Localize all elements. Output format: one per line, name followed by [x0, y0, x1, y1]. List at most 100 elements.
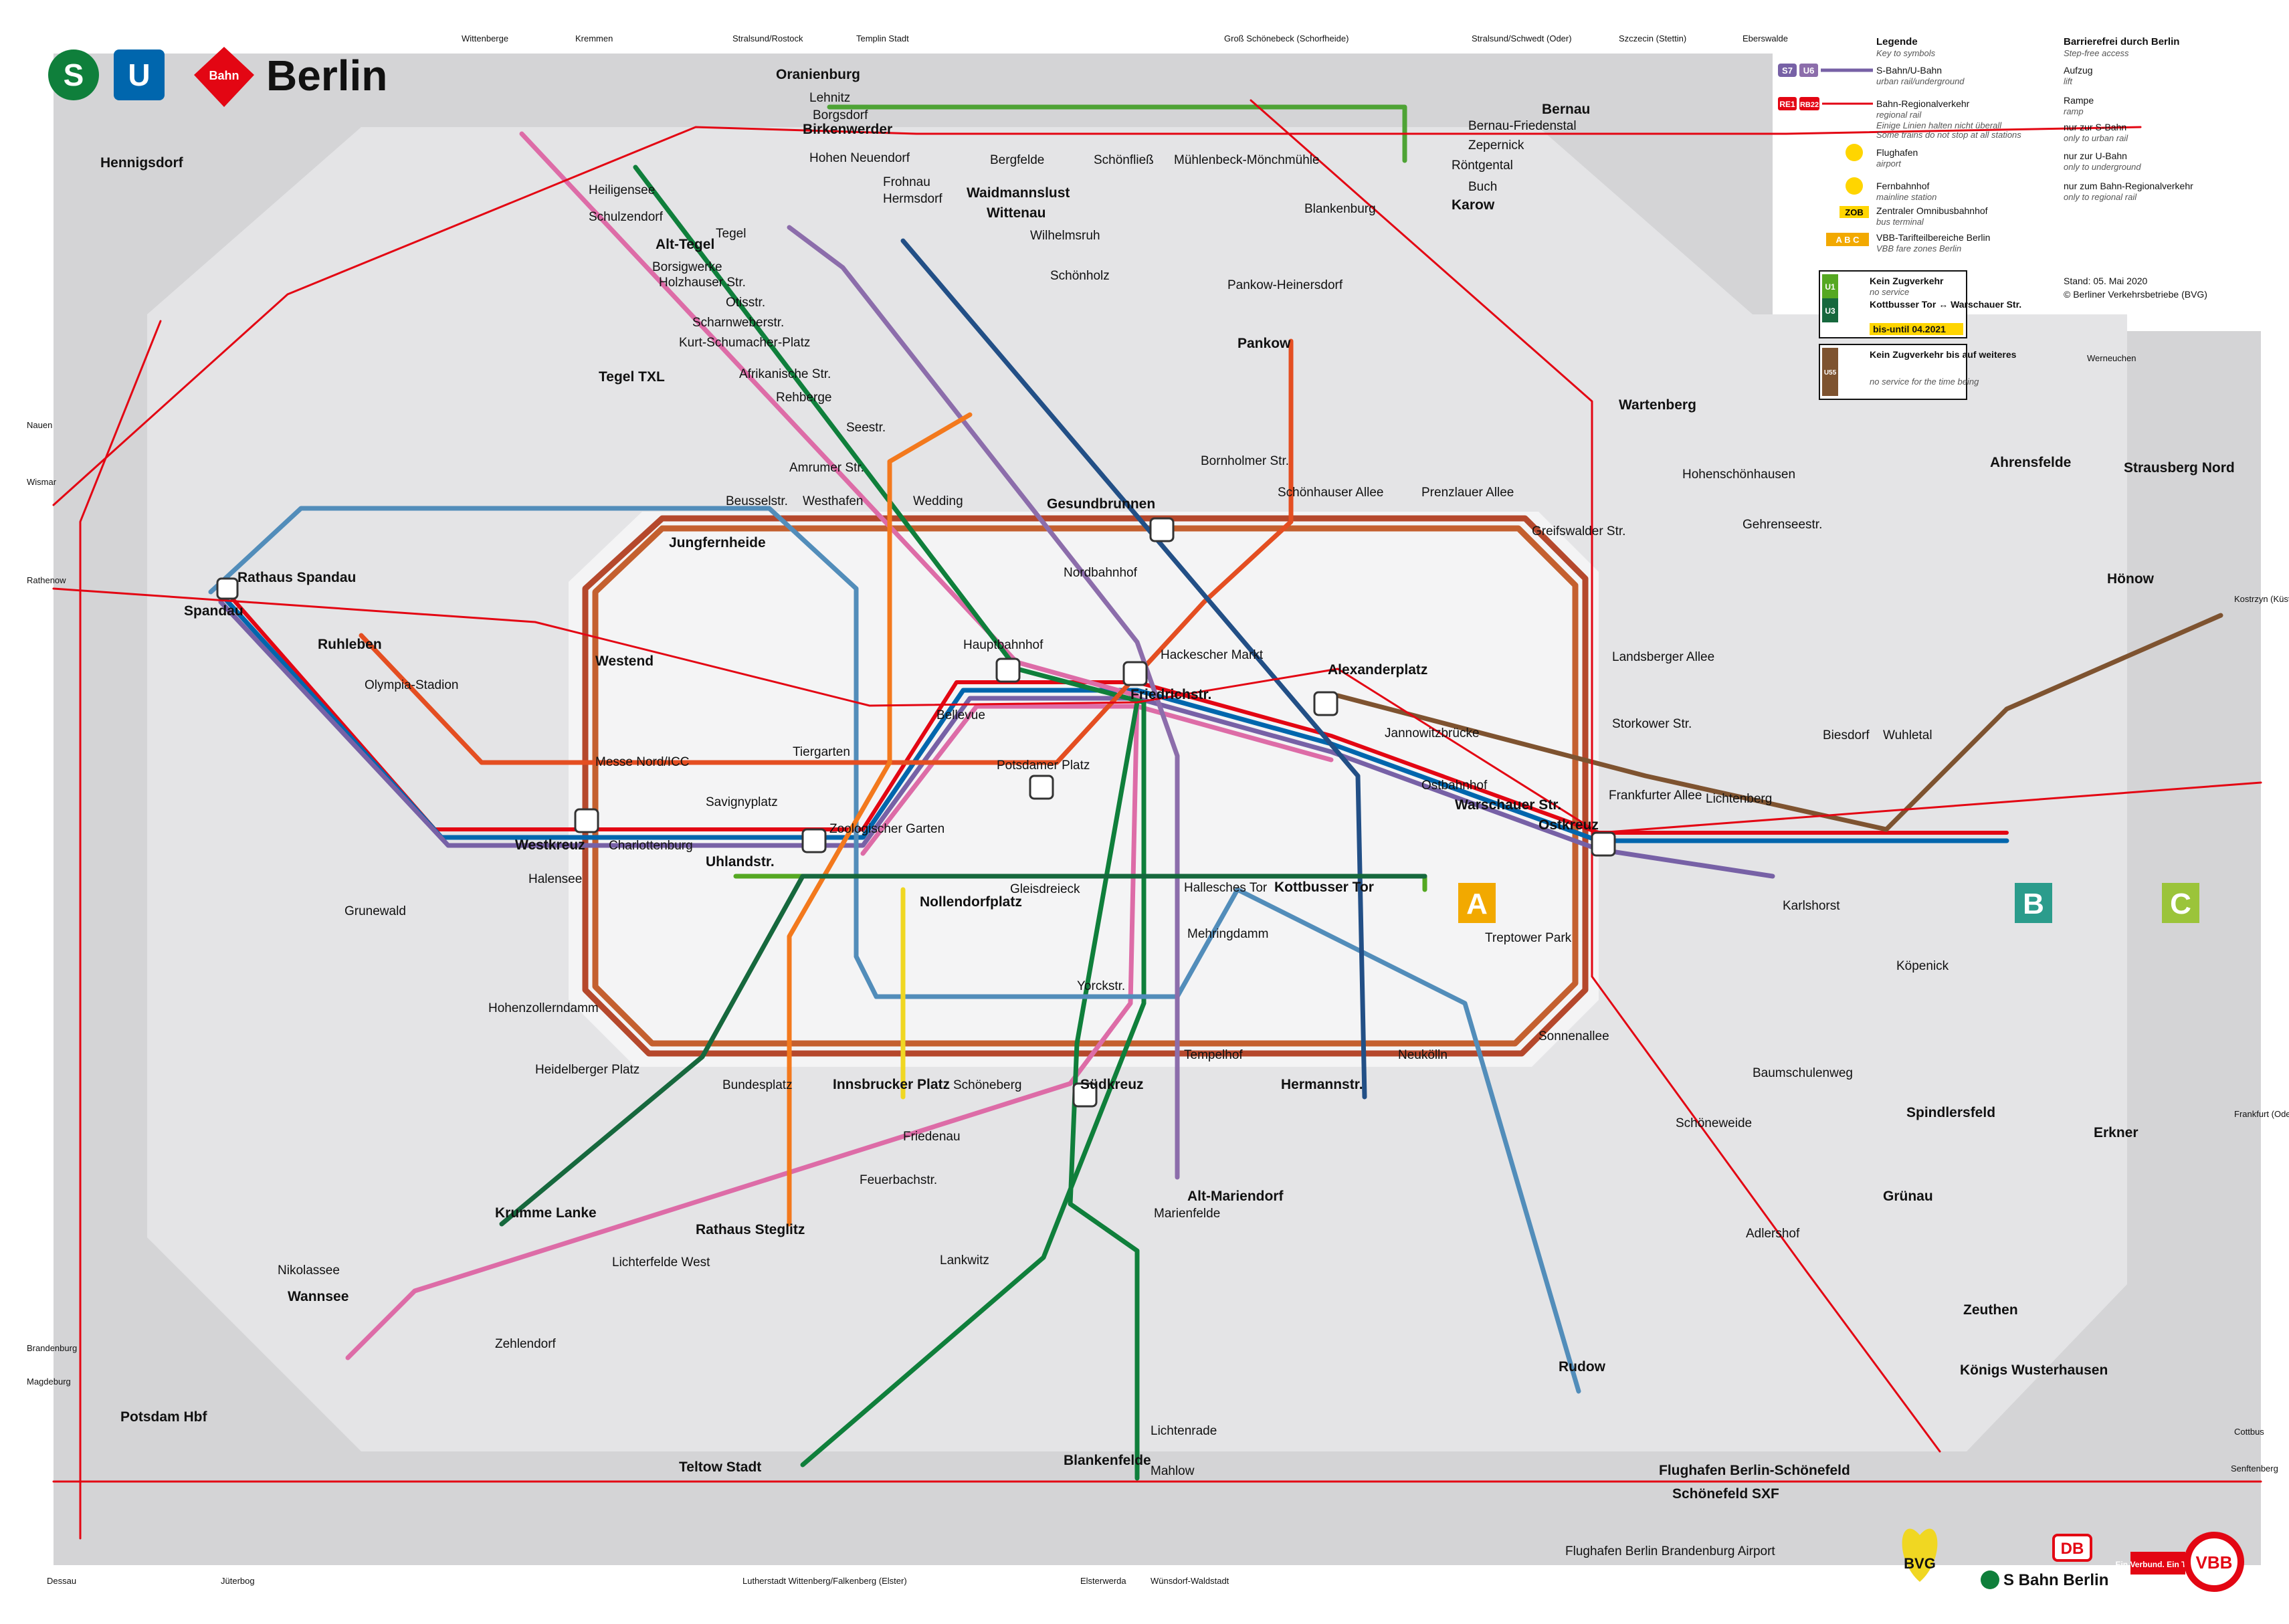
- label-hennigsdorf[interactable]: Hennigsdorf: [100, 155, 184, 171]
- label-alt-mariendorf[interactable]: Alt-Mariendorf: [1187, 1189, 1284, 1204]
- label-feuerbachstr[interactable]: Feuerbachstr.: [860, 1173, 937, 1187]
- label-alt-tegel[interactable]: Alt-Tegel: [656, 237, 714, 252]
- label-hermsdorf[interactable]: Hermsdorf: [883, 192, 942, 206]
- label-bellevue[interactable]: Bellevue: [936, 708, 985, 722]
- label-schoenefeld-sxf[interactable]: Schönefeld SXF: [1672, 1486, 1779, 1502]
- label-amrumer-str[interactable]: Amrumer Str.: [789, 461, 864, 475]
- label-bergfelde[interactable]: Bergfelde: [990, 153, 1044, 167]
- label-nollendorfplatz[interactable]: Nollendorfplatz: [920, 894, 1022, 910]
- label-hohenzollerndamm[interactable]: Hohenzollerndamm: [488, 1001, 599, 1015]
- label-waidmannslust[interactable]: Waidmannslust: [967, 185, 1070, 201]
- label-kottbusser-tor[interactable]: Kottbusser Tor: [1274, 880, 1374, 895]
- label-grunewald[interactable]: Grunewald: [344, 904, 406, 918]
- label-yorckstr[interactable]: Yorckstr.: [1077, 979, 1125, 993]
- label-nikolassee[interactable]: Nikolassee: [278, 1263, 340, 1278]
- label-bernau-friedenstal[interactable]: Bernau-Friedenstal: [1468, 119, 1577, 133]
- station-spandau[interactable]: [216, 577, 239, 600]
- label-ostbahnhof[interactable]: Ostbahnhof: [1421, 779, 1488, 793]
- label-beusselstr[interactable]: Beusselstr.: [726, 494, 788, 508]
- label-ruhleben[interactable]: Ruhleben: [318, 637, 382, 652]
- label-lankwitz[interactable]: Lankwitz: [940, 1253, 989, 1267]
- label-rathaus-spandau[interactable]: Rathaus Spandau: [237, 570, 356, 585]
- ringbahn[interactable]: [582, 515, 1589, 1057]
- label-zoologischer-garten[interactable]: Zoologischer Garten: [829, 822, 944, 836]
- label-prenzlauer-allee[interactable]: Prenzlauer Allee: [1421, 486, 1514, 500]
- label-wittenau[interactable]: Wittenau: [987, 205, 1046, 221]
- label-afrikanische-str[interactable]: Afrikanische Str.: [739, 367, 831, 381]
- label-borgsdorf[interactable]: Borgsdorf: [813, 108, 868, 122]
- label-friedrichstr[interactable]: Friedrichstr.: [1130, 687, 1211, 702]
- label-schulzendorf[interactable]: Schulzendorf: [589, 210, 664, 224]
- label-marienfelde[interactable]: Marienfelde: [1154, 1207, 1220, 1221]
- label-gehrenseestr[interactable]: Gehrenseestr.: [1743, 518, 1822, 532]
- label-kurt-schumacher-platz[interactable]: Kurt-Schumacher-Platz: [679, 336, 810, 350]
- label-schoeneberg[interactable]: Schöneberg: [953, 1078, 1021, 1092]
- label-zehlendorf[interactable]: Zehlendorf: [495, 1337, 557, 1351]
- station-westkreuz[interactable]: [574, 808, 599, 833]
- label-adlershof[interactable]: Adlershof: [1746, 1227, 1800, 1241]
- label-ber-airport[interactable]: Flughafen Berlin Brandenburg Airport: [1565, 1544, 1775, 1558]
- label-wartenberg[interactable]: Wartenberg: [1619, 397, 1696, 413]
- label-schoenhauser-allee[interactable]: Schönhauser Allee: [1278, 486, 1383, 500]
- label-rathaus-steglitz[interactable]: Rathaus Steglitz: [696, 1222, 805, 1237]
- station-suedkreuz[interactable]: [1072, 1082, 1098, 1108]
- label-frohnau[interactable]: Frohnau: [883, 175, 930, 189]
- label-blankenburg[interactable]: Blankenburg: [1304, 202, 1376, 216]
- label-tempelhof[interactable]: Tempelhof: [1184, 1048, 1243, 1062]
- label-lichterfelde-west[interactable]: Lichterfelde West: [612, 1255, 710, 1270]
- label-landsberger-allee[interactable]: Landsberger Allee: [1612, 650, 1714, 664]
- label-erkner[interactable]: Erkner: [2094, 1125, 2138, 1140]
- label-hohen-neuendorf[interactable]: Hohen Neuendorf: [809, 151, 910, 165]
- label-bornholmer-str[interactable]: Bornholmer Str.: [1201, 454, 1289, 468]
- label-lichtenberg[interactable]: Lichtenberg: [1706, 792, 1772, 806]
- label-schoeneweide[interactable]: Schöneweide: [1676, 1116, 1752, 1130]
- label-strausberg-nord[interactable]: Strausberg Nord: [2124, 460, 2235, 476]
- label-nordbahnhof[interactable]: Nordbahnhof: [1064, 566, 1138, 580]
- label-mehringdamm[interactable]: Mehringdamm: [1187, 927, 1268, 941]
- label-wedding[interactable]: Wedding: [913, 494, 963, 508]
- station-zoologischer-garten[interactable]: [801, 828, 827, 853]
- label-wilhelmsruh[interactable]: Wilhelmsruh: [1030, 229, 1100, 243]
- station-hauptbahnhof[interactable]: [995, 657, 1021, 683]
- label-hallesches-tor[interactable]: Hallesches Tor: [1184, 881, 1268, 895]
- label-schoenfliess[interactable]: Schönfließ: [1094, 153, 1154, 167]
- label-karow[interactable]: Karow: [1452, 197, 1495, 213]
- label-rudow[interactable]: Rudow: [1559, 1359, 1606, 1375]
- label-hoenow[interactable]: Hönow: [2107, 571, 2155, 587]
- label-wannsee[interactable]: Wannsee: [288, 1289, 349, 1304]
- label-otisstr[interactable]: Otisstr.: [726, 296, 765, 310]
- label-sonnenallee[interactable]: Sonnenallee: [1538, 1029, 1609, 1043]
- label-potsdam-hbf[interactable]: Potsdam Hbf: [120, 1409, 208, 1425]
- label-westhafen[interactable]: Westhafen: [803, 494, 863, 508]
- label-birkenwerder[interactable]: Birkenwerder: [803, 122, 892, 137]
- label-flughafen-schoenefeld[interactable]: Flughafen Berlin-Schönefeld: [1659, 1463, 1850, 1478]
- label-muehlenbeck[interactable]: Mühlenbeck-Mönchmühle: [1174, 153, 1320, 167]
- label-zepernick[interactable]: Zepernick: [1468, 138, 1524, 153]
- label-rehberge[interactable]: Rehberge: [776, 391, 831, 405]
- label-jannowitzbruecke[interactable]: Jannowitzbrücke: [1385, 726, 1480, 740]
- label-krumme-lanke[interactable]: Krumme Lanke: [495, 1205, 597, 1221]
- label-baumschulenweg[interactable]: Baumschulenweg: [1753, 1066, 1853, 1080]
- regional-lines[interactable]: [52, 99, 2262, 1540]
- label-scharnweberstr[interactable]: Scharnweberstr.: [692, 316, 784, 330]
- label-borsigwerke[interactable]: Borsigwerke: [652, 260, 722, 274]
- label-wuhletal[interactable]: Wuhletal: [1883, 728, 1932, 742]
- label-buch[interactable]: Buch: [1468, 180, 1497, 194]
- stadtbahn-lines[interactable]: [218, 583, 2009, 879]
- station-alexanderplatz[interactable]: [1313, 691, 1338, 716]
- label-warschauer-str[interactable]: Warschauer Str.: [1455, 797, 1561, 813]
- label-gruenau[interactable]: Grünau: [1883, 1189, 1933, 1204]
- label-friedenau[interactable]: Friedenau: [903, 1130, 961, 1144]
- station-friedrichstrasse[interactable]: [1122, 661, 1148, 686]
- label-suedkreuz[interactable]: Südkreuz: [1080, 1077, 1144, 1092]
- label-pankow[interactable]: Pankow: [1237, 336, 1291, 351]
- label-roentgental[interactable]: Röntgental: [1452, 159, 1513, 173]
- label-alexanderplatz[interactable]: Alexanderplatz: [1328, 662, 1427, 678]
- label-storkower-str[interactable]: Storkower Str.: [1612, 717, 1692, 731]
- label-holzhauser-str[interactable]: Holzhauser Str.: [659, 276, 746, 290]
- label-tiergarten[interactable]: Tiergarten: [793, 745, 850, 759]
- label-westkreuz[interactable]: Westkreuz: [515, 837, 585, 853]
- label-hauptbahnhof[interactable]: Hauptbahnhof: [963, 638, 1043, 652]
- station-potsdamer-platz[interactable]: [1029, 775, 1054, 800]
